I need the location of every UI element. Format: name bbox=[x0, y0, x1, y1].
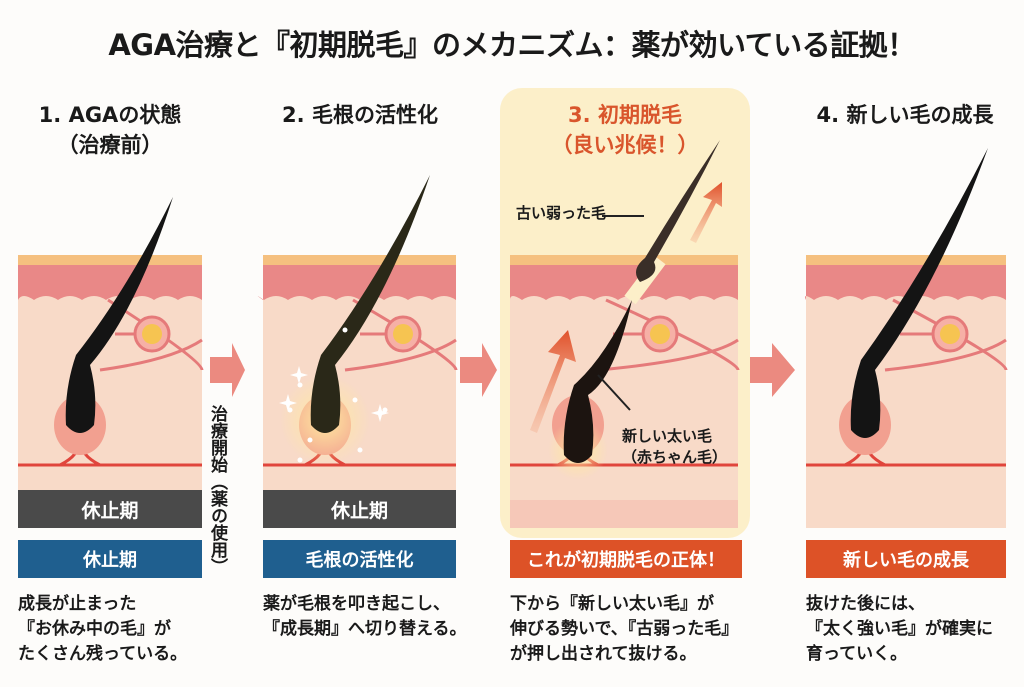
panel-2-phase-band: 休止期 bbox=[263, 490, 456, 528]
skin-cross-section bbox=[257, 255, 458, 490]
heading-text: 3. 初期脱毛 bbox=[568, 103, 682, 127]
page-title: AGA治療と『初期脱毛』のメカニズム：薬が効いている証拠！ bbox=[108, 28, 916, 62]
next-arrow-icon bbox=[210, 343, 245, 397]
hair bbox=[850, 148, 988, 438]
hair bbox=[563, 300, 632, 463]
transition-label: 治療開始（薬の使用） bbox=[206, 405, 228, 575]
panel-2-description: 薬が毛根を叩き起こし、 『成長期』へ切り替える。 bbox=[263, 594, 467, 639]
skin-cross-section bbox=[18, 255, 204, 490]
panel-3-label: これが初期脱毛の正体！ bbox=[510, 540, 742, 578]
panel-1-heading: 1. AGAの状態 （治療前） bbox=[10, 100, 210, 160]
heading-sub: （良い兆候！） bbox=[551, 133, 699, 157]
panel-3-description: 下から『新しい太い毛』が 伸びる勢いで、『古弱った毛』 が押し出されて抜ける。 bbox=[510, 594, 739, 664]
transition-main: 治療開始 bbox=[207, 405, 227, 473]
panel-4-description: 抜けた後には、 『太く強い毛』が確実に 育っていく。 bbox=[806, 594, 993, 664]
panel-1-label: 休止期 bbox=[18, 540, 202, 578]
old-hair-label: 古い弱った毛 bbox=[516, 204, 607, 222]
heading-text: 1. AGAの状態 bbox=[38, 103, 182, 127]
panel-3-heading: 3. 初期脱毛 （良い兆候！） bbox=[510, 100, 740, 160]
panel-1-description: 成長が止まった 『お休み中の毛』が たくさん残っている。 bbox=[18, 594, 188, 664]
hair bbox=[310, 175, 430, 433]
panel-4-label: 新しい毛の成長 bbox=[806, 540, 1006, 578]
heading-sub: （治療前） bbox=[57, 133, 163, 157]
panel-2-label: 毛根の活性化 bbox=[263, 540, 456, 578]
hair bbox=[65, 197, 173, 433]
transition-sub: （薬の使用） bbox=[207, 473, 227, 575]
panel-1-phase-band: 休止期 bbox=[18, 490, 202, 528]
panel-2-heading: 2. 毛根の活性化 bbox=[282, 103, 438, 127]
panel-4-heading: 4. 新しい毛の成長 bbox=[816, 103, 994, 127]
next-arrow-icon bbox=[750, 343, 795, 397]
new-hair-label: 新しい太い毛 （赤ちゃん毛） bbox=[622, 427, 728, 466]
skin-cross-section bbox=[510, 255, 740, 528]
next-arrow-icon bbox=[460, 343, 497, 397]
